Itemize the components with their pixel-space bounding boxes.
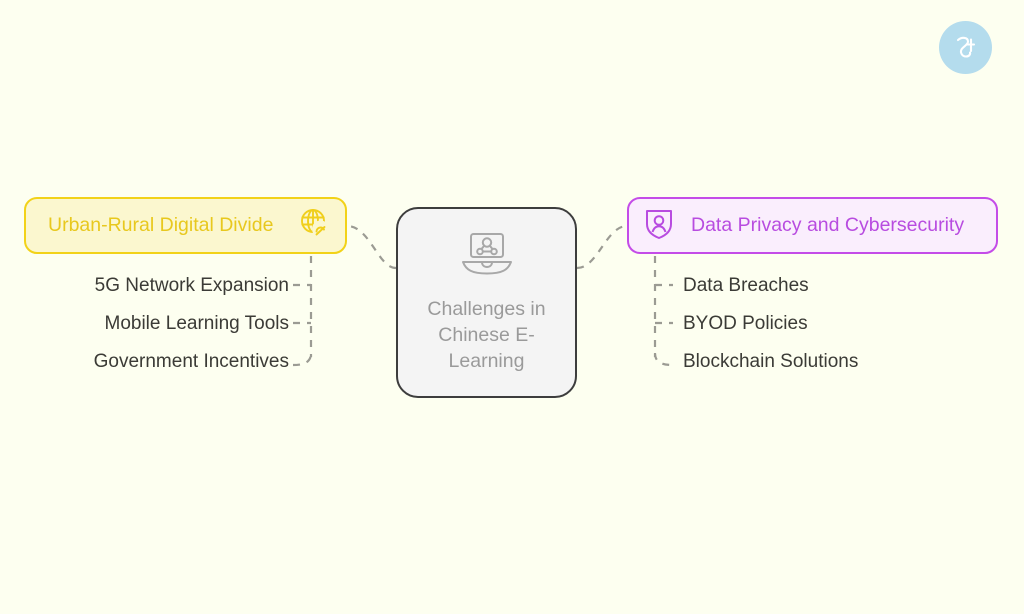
leaf-node[interactable]: Blockchain Solutions — [683, 351, 859, 372]
edge-center-to-right — [576, 224, 628, 270]
edge-left-leaf-2 — [292, 352, 313, 367]
leaf-node[interactable]: Data Breaches — [683, 275, 809, 296]
central-node-label: Challenges in Chinese E-Learning — [427, 298, 546, 372]
branch-label: Urban-Rural Digital Divide — [48, 214, 274, 236]
globe-disconnected-icon — [297, 206, 331, 245]
branch-data-privacy-and-cybersecurity[interactable]: Data Privacy and Cybersecurity — [627, 197, 998, 254]
shield-person-icon — [643, 206, 675, 245]
leaf-node[interactable]: 5G Network Expansion — [94, 275, 289, 296]
laptop-network-icon — [458, 231, 516, 282]
edge-right-leaf-2 — [653, 352, 674, 367]
napkin-glyph-icon — [956, 36, 975, 58]
branch-urban-rural-digital-divide[interactable]: Urban-Rural Digital Divide — [24, 197, 347, 254]
leaf-node[interactable]: Government Incentives — [93, 351, 289, 372]
branch-label: Data Privacy and Cybersecurity — [691, 214, 965, 236]
napkin-logo — [939, 21, 992, 74]
edge-center-to-left — [346, 224, 397, 270]
leaf-node[interactable]: Mobile Learning Tools — [104, 313, 290, 334]
leaf-node[interactable]: BYOD Policies — [683, 313, 808, 334]
central-node[interactable]: Challenges in Chinese E-Learning — [396, 207, 577, 398]
